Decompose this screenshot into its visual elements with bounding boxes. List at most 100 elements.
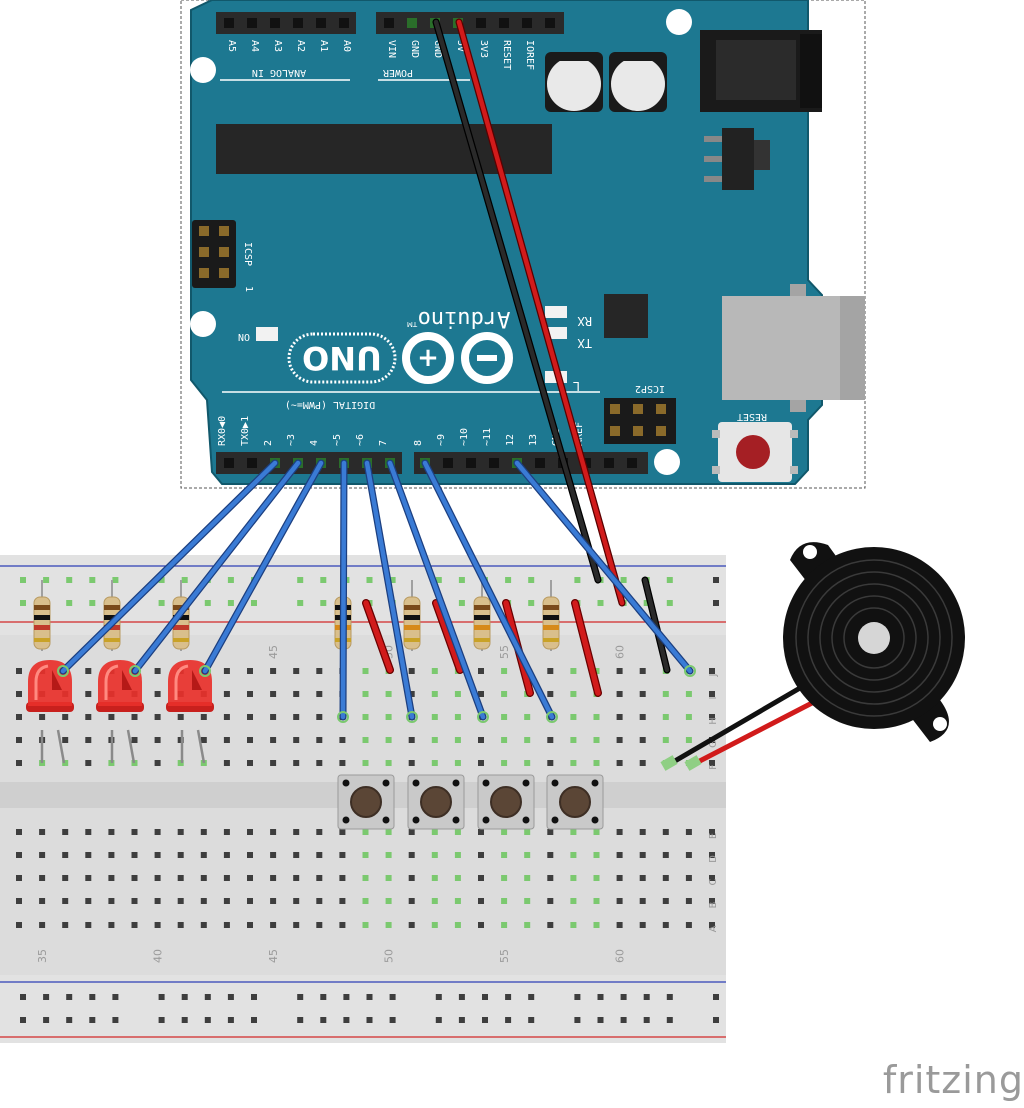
breadboard-hole[interactable]	[478, 852, 484, 858]
breadboard-hole[interactable]	[293, 737, 300, 743]
breadboard-hole[interactable]	[478, 691, 484, 697]
rail-hole[interactable]	[713, 1017, 719, 1023]
button-cap[interactable]	[420, 786, 452, 818]
breadboard-hole[interactable]	[270, 922, 277, 928]
breadboard-hole[interactable]	[362, 737, 369, 743]
breadboard-hole[interactable]	[408, 737, 415, 743]
rail-hole[interactable]	[297, 577, 304, 583]
breadboard-hole[interactable]	[316, 922, 323, 928]
digital-header-pin[interactable]	[247, 458, 257, 468]
breadboard-hole[interactable]	[501, 922, 508, 928]
breadboard-hole[interactable]	[270, 668, 277, 674]
breadboard-hole[interactable]	[316, 737, 323, 743]
breadboard-hole[interactable]	[85, 760, 92, 766]
breadboard-hole[interactable]	[39, 829, 46, 835]
breadboard-hole[interactable]	[108, 829, 115, 835]
rail-hole[interactable]	[66, 994, 73, 1000]
breadboard-hole[interactable]	[16, 898, 22, 904]
breadboard-hole[interactable]	[270, 760, 277, 766]
breadboard-hole[interactable]	[62, 898, 69, 904]
breadboard-hole[interactable]	[385, 829, 392, 835]
icsp2-pin[interactable]	[633, 426, 643, 436]
rail-hole[interactable]	[620, 1017, 627, 1023]
breadboard-hole[interactable]	[431, 714, 438, 720]
rail-hole[interactable]	[620, 994, 627, 1000]
icsp-pin[interactable]	[199, 268, 209, 278]
header-pin[interactable]	[224, 18, 234, 28]
breadboard-hole[interactable]	[709, 714, 715, 720]
rail-hole[interactable]	[297, 994, 304, 1000]
digital-header-pin[interactable]	[627, 458, 637, 468]
rail-hole[interactable]	[528, 577, 535, 583]
breadboard-hole[interactable]	[570, 691, 577, 697]
rail-hole[interactable]	[713, 994, 719, 1000]
header-pin[interactable]	[339, 18, 349, 28]
breadboard-hole[interactable]	[431, 737, 438, 743]
breadboard-hole[interactable]	[385, 922, 392, 928]
rail-hole[interactable]	[389, 577, 396, 583]
rail-hole[interactable]	[666, 600, 673, 606]
breadboard-hole[interactable]	[408, 829, 415, 835]
breadboard-hole[interactable]	[454, 760, 461, 766]
breadboard-hole[interactable]	[200, 737, 207, 743]
breadboard-hole[interactable]	[685, 691, 692, 697]
rail-hole[interactable]	[158, 600, 165, 606]
rail-hole[interactable]	[66, 1017, 73, 1023]
breadboard-hole[interactable]	[639, 922, 646, 928]
breadboard-hole[interactable]	[270, 898, 277, 904]
breadboard-hole[interactable]	[131, 714, 138, 720]
breadboard-hole[interactable]	[16, 829, 22, 835]
breadboard-hole[interactable]	[431, 852, 438, 858]
rail-hole[interactable]	[620, 577, 627, 583]
breadboard-hole[interactable]	[639, 829, 646, 835]
rail-hole[interactable]	[505, 577, 512, 583]
breadboard-hole[interactable]	[16, 875, 22, 881]
rail-hole[interactable]	[389, 1017, 396, 1023]
breadboard-hole[interactable]	[501, 852, 508, 858]
breadboard-hole[interactable]	[154, 691, 161, 697]
breadboard-hole[interactable]	[501, 760, 508, 766]
breadboard-hole[interactable]	[270, 829, 277, 835]
breadboard-hole[interactable]	[247, 668, 253, 674]
rail-hole[interactable]	[66, 600, 73, 606]
breadboard-hole[interactable]	[478, 922, 484, 928]
rail-hole[interactable]	[435, 994, 442, 1000]
push-button[interactable]	[546, 774, 604, 830]
breadboard-hole[interactable]	[685, 898, 692, 904]
breadboard-hole[interactable]	[339, 922, 346, 928]
breadboard-hole[interactable]	[177, 852, 184, 858]
breadboard-hole[interactable]	[247, 875, 253, 881]
breadboard-hole[interactable]	[39, 875, 46, 881]
rail-hole[interactable]	[435, 1017, 442, 1023]
breadboard-hole[interactable]	[316, 875, 323, 881]
breadboard-hole[interactable]	[547, 691, 554, 697]
breadboard-hole[interactable]	[709, 852, 715, 858]
breadboard-hole[interactable]	[177, 829, 184, 835]
breadboard-hole[interactable]	[200, 898, 207, 904]
rail-hole[interactable]	[227, 600, 234, 606]
rail-hole[interactable]	[666, 1017, 673, 1023]
breadboard-hole[interactable]	[39, 898, 46, 904]
breadboard-hole[interactable]	[570, 714, 577, 720]
breadboard-hole[interactable]	[62, 737, 69, 743]
breadboard-hole[interactable]	[154, 922, 161, 928]
breadboard-hole[interactable]	[639, 737, 646, 743]
breadboard-hole[interactable]	[639, 691, 646, 697]
breadboard-hole[interactable]	[616, 691, 623, 697]
push-button[interactable]	[337, 774, 395, 830]
breadboard-hole[interactable]	[570, 922, 577, 928]
push-button[interactable]	[477, 774, 535, 830]
rail-hole[interactable]	[112, 994, 119, 1000]
rail-hole[interactable]	[574, 577, 581, 583]
breadboard-hole[interactable]	[177, 898, 184, 904]
rail-hole[interactable]	[458, 994, 465, 1000]
breadboard-hole[interactable]	[385, 691, 392, 697]
breadboard-hole[interactable]	[685, 714, 692, 720]
breadboard-hole[interactable]	[639, 714, 646, 720]
breadboard-hole[interactable]	[639, 760, 646, 766]
breadboard-hole[interactable]	[570, 737, 577, 743]
breadboard-hole[interactable]	[501, 714, 508, 720]
breadboard-hole[interactable]	[662, 852, 669, 858]
rail-hole[interactable]	[181, 994, 188, 1000]
rail-hole[interactable]	[366, 1017, 373, 1023]
